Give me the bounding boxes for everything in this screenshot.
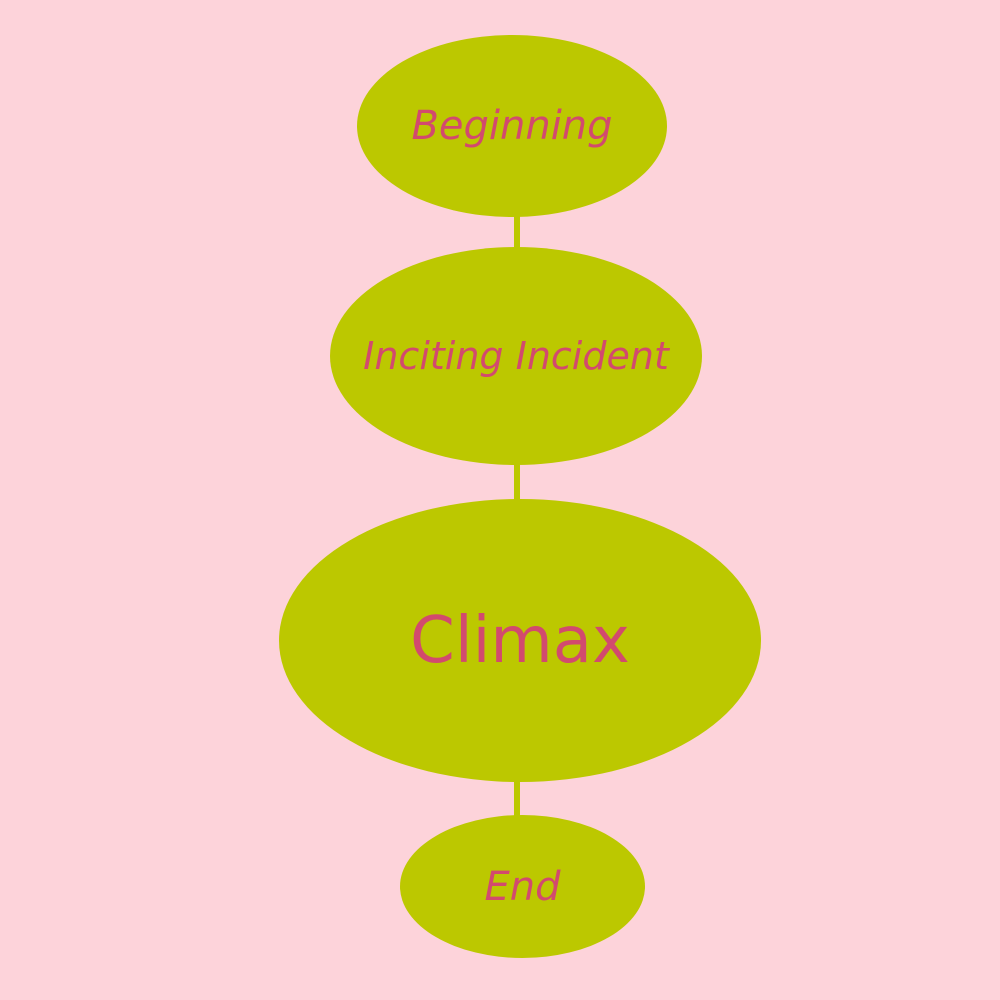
node-inciting-incident: Inciting Incident (330, 247, 702, 465)
node-climax: Climax (279, 499, 761, 782)
node-label: Inciting Incident (363, 334, 669, 378)
node-label: End (484, 863, 561, 910)
connector-1 (514, 210, 520, 250)
connector-3 (514, 778, 520, 818)
connector-2 (514, 460, 520, 502)
node-beginning: Beginning (357, 35, 667, 217)
node-label: Beginning (411, 103, 613, 149)
node-end: End (400, 815, 645, 958)
node-label: Climax (410, 603, 630, 678)
